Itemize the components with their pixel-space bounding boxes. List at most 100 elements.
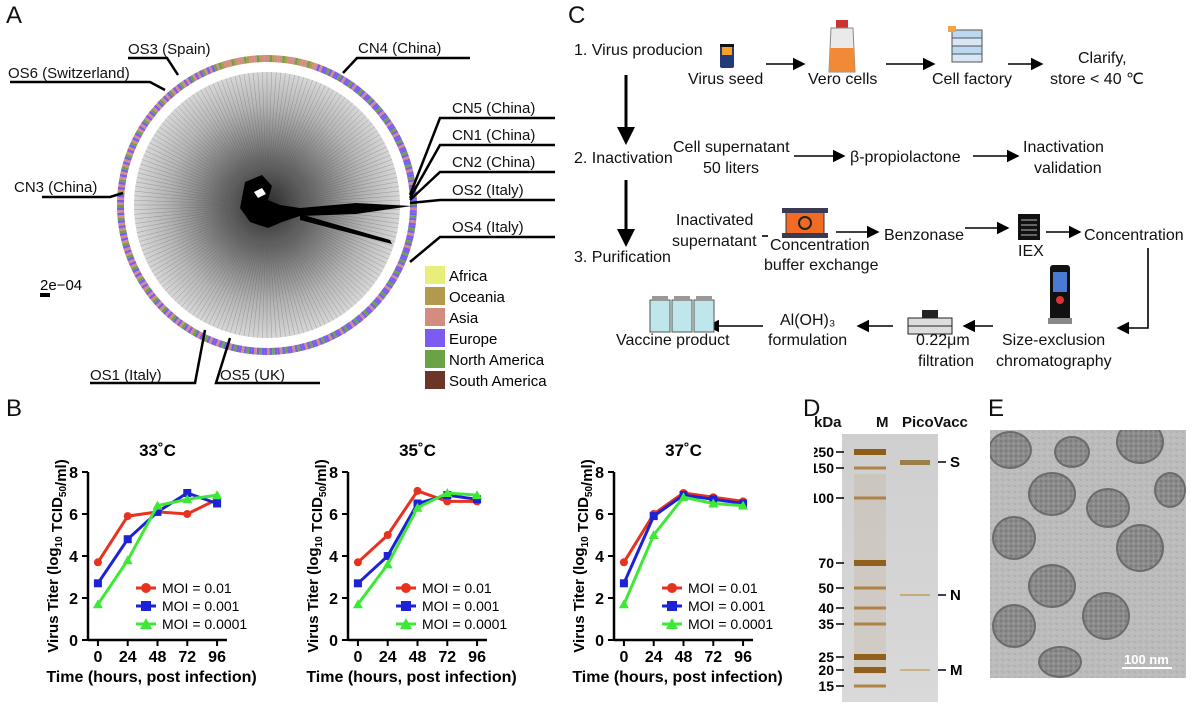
- tree-spoke: [141, 218, 230, 251]
- ring-segment: [117, 212, 125, 216]
- ring-segment: [117, 189, 125, 193]
- ring-segment: [379, 291, 387, 298]
- step-3-label: 3. Purification: [574, 249, 671, 266]
- tree-spoke: [306, 190, 400, 201]
- tree-spoke: [302, 223, 385, 268]
- filter-icon: [907, 310, 953, 335]
- ring-segment: [404, 163, 412, 168]
- ring-segment: [118, 178, 127, 183]
- ring-segment: [166, 311, 174, 319]
- ring-segment: [403, 158, 411, 164]
- data-point: [649, 512, 658, 521]
- y-axis-label: Virus Titer (log10 TCID50/ml): [45, 459, 70, 652]
- tree-spoke: [302, 142, 385, 187]
- ring-segment: [294, 57, 299, 66]
- tree-spoke: [139, 215, 229, 242]
- ring-segment: [289, 56, 294, 65]
- ring-segment: [119, 173, 128, 178]
- ring-segment: [360, 91, 368, 99]
- ring-segment: [139, 280, 148, 287]
- tree-spoke: [177, 234, 241, 304]
- validation-label: validation: [1034, 160, 1102, 177]
- ring-segment: [276, 55, 281, 63]
- data-point: [183, 510, 192, 518]
- tree-spoke: [177, 106, 241, 176]
- volume-label: 50 liters: [703, 160, 759, 177]
- ring-segment: [371, 102, 379, 110]
- x-tick-label: 48: [409, 649, 427, 666]
- tree-spoke: [134, 206, 228, 210]
- ladder-label: 25: [818, 649, 834, 665]
- tree-spoke: [291, 100, 350, 174]
- ring-segment: [259, 55, 263, 63]
- ring-segment: [129, 263, 138, 269]
- tree-spoke: [147, 146, 232, 188]
- ring-segment: [253, 347, 258, 355]
- legend-swatch-europe: [425, 329, 445, 347]
- ring-segment: [134, 272, 142, 278]
- ring-segment: [126, 151, 134, 157]
- ring-segment: [122, 242, 130, 247]
- ring-segment: [123, 246, 131, 252]
- tree-spoke: [283, 83, 322, 169]
- data-point: [182, 494, 193, 504]
- legend-marker: [401, 583, 411, 593]
- tree-spoke: [200, 239, 248, 321]
- tree-spoke: [204, 240, 249, 323]
- ring-segment: [353, 317, 360, 325]
- tree-spoke: [252, 244, 263, 338]
- ring-segment: [120, 237, 129, 242]
- tree-spoke: [306, 181, 399, 199]
- panel-letter-e: E: [988, 395, 1005, 422]
- ring-segment: [125, 153, 133, 159]
- tree-spoke: [143, 155, 230, 191]
- band-label-n: N: [950, 587, 961, 604]
- tree-spoke: [234, 75, 258, 167]
- tree-spoke: [147, 222, 232, 264]
- chromatography-label: chromatography: [996, 353, 1112, 370]
- ring-segment: [125, 251, 133, 257]
- ring-segment: [409, 209, 417, 213]
- ring-segment: [189, 327, 196, 335]
- ladder-band: [854, 684, 886, 688]
- ring-segment: [306, 341, 311, 350]
- ring-segment: [398, 258, 407, 264]
- tree-spoke: [304, 159, 393, 192]
- ring-segment: [394, 267, 402, 274]
- label-leaders: [10, 56, 555, 385]
- ring-segment: [373, 104, 381, 112]
- ring-segment: [325, 334, 331, 343]
- ring-segment: [382, 287, 390, 294]
- ladder-band: [854, 586, 886, 590]
- data-point: [92, 599, 103, 609]
- ring-segment: [235, 57, 240, 66]
- ring-segment: [261, 347, 265, 355]
- ring-segment: [402, 249, 410, 254]
- ring-segment: [336, 328, 342, 337]
- ring-segment: [399, 148, 408, 154]
- ring-segment: [386, 280, 395, 287]
- tree-spoke: [290, 97, 346, 173]
- ring-segment: [192, 73, 198, 82]
- label-os2: OS2 (Italy): [452, 182, 524, 199]
- ring-segment: [164, 309, 172, 317]
- ring-segment: [122, 163, 130, 168]
- legend-swatch-africa: [425, 266, 445, 284]
- ring-segment: [382, 116, 390, 123]
- ring-segment: [396, 263, 405, 269]
- ring-segment: [129, 141, 138, 147]
- y-tick-label: 8: [329, 465, 338, 482]
- ring-segment: [205, 335, 212, 344]
- x-tick-label: 24: [645, 649, 663, 666]
- tree-spoke: [286, 89, 334, 171]
- ring-segment: [132, 267, 140, 274]
- ring-segment: [208, 336, 214, 345]
- panel-letter-b: B: [6, 395, 23, 422]
- ring-segment: [358, 312, 366, 320]
- ring-segment: [126, 148, 135, 154]
- ring-segment: [159, 98, 166, 106]
- inactivated-label: Inactivated: [676, 212, 753, 229]
- ring-segment: [291, 57, 296, 65]
- cell-factory-label: Cell factory: [932, 71, 1012, 88]
